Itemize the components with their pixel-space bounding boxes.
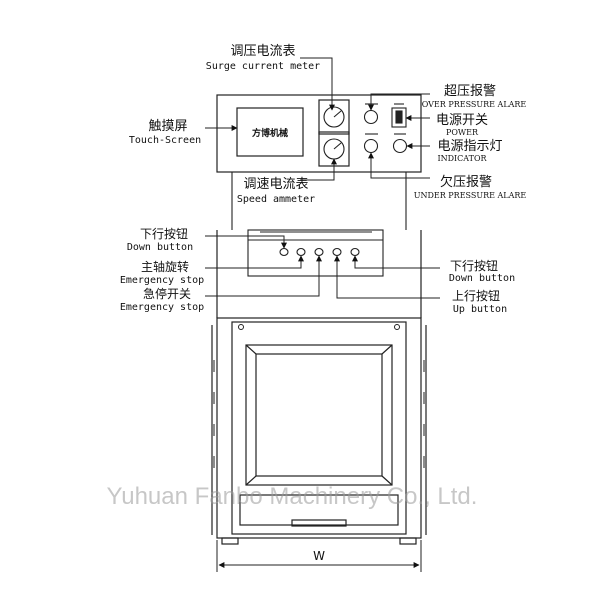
estop-label-en: Emergency stop (120, 302, 204, 313)
indicator-label-en: INDICATOR (437, 154, 487, 163)
side-grille (213, 360, 425, 468)
over-pressure-label-en: OVER PRESSURE ALARE (422, 100, 527, 109)
speed-ammeter-label-en: Speed ammeter (237, 194, 315, 205)
speed-ammeter-label-cn: 调速电流表 (243, 177, 308, 192)
under-pressure-lamp-icon (363, 133, 379, 154)
spindle-label-en: Emergency stop (120, 275, 204, 286)
under-pressure-label-cn: 欠压报警 (440, 174, 492, 190)
touch-screen-label-en: Touch-Screen (129, 135, 201, 146)
chamber-door (245, 344, 393, 486)
leader-lines (205, 57, 440, 299)
spindle-label-cn: 主轴旋转 (141, 259, 189, 274)
control-cabinet (216, 94, 422, 173)
power-label-en: POWER (446, 128, 479, 137)
watermark: Yuhuan Fanbo Machinery Co., Ltd. (107, 483, 478, 510)
width-dimension (216, 540, 422, 572)
corner-screws (238, 324, 400, 330)
surge-meter-housing (318, 99, 350, 135)
power-switch-icon (391, 103, 407, 128)
down-button-right-label-en: Down button (449, 273, 515, 284)
emergency-stop-button (314, 247, 324, 257)
column (231, 172, 407, 230)
up-button-label-cn: 上行按钮 (452, 288, 500, 303)
speed-ammeter-dial-icon (323, 138, 345, 160)
estop-label-cn: 急停开关 (143, 286, 191, 301)
touch-screen-label-cn: 触摸屏 (148, 119, 187, 134)
up-button (332, 247, 342, 257)
down-button-right (350, 247, 360, 257)
up-button-label-en: Up button (453, 304, 507, 315)
down-button-right-label-cn: 下行按钮 (450, 258, 498, 273)
surge-meter-label-en: Surge current meter (206, 61, 320, 72)
touch-screen (236, 107, 304, 157)
under-pressure-label-en: UNDER PRESSURE ALARE (414, 191, 527, 200)
panel-buttons (279, 247, 360, 257)
surge-meter-label-cn: 调压电流表 (230, 44, 295, 59)
over-pressure-label-cn: 超压报警 (444, 83, 496, 99)
down-button-left-label-en: Down button (127, 242, 193, 253)
down-button-left-label-cn: 下行按钮 (140, 226, 188, 241)
width-label: W (313, 549, 325, 563)
screen-brand-text: 方博机械 (252, 127, 288, 139)
indicator-label-cn: 电源指示灯 (437, 139, 502, 154)
power-indicator-lamp-icon (392, 133, 408, 154)
down-button-left (279, 247, 289, 257)
button-panel (247, 229, 384, 277)
surge-meter-dial-icon (323, 106, 345, 128)
lower-chamber (211, 230, 427, 545)
power-label-cn: 电源开关 (436, 113, 488, 128)
spindle-button (296, 247, 306, 257)
